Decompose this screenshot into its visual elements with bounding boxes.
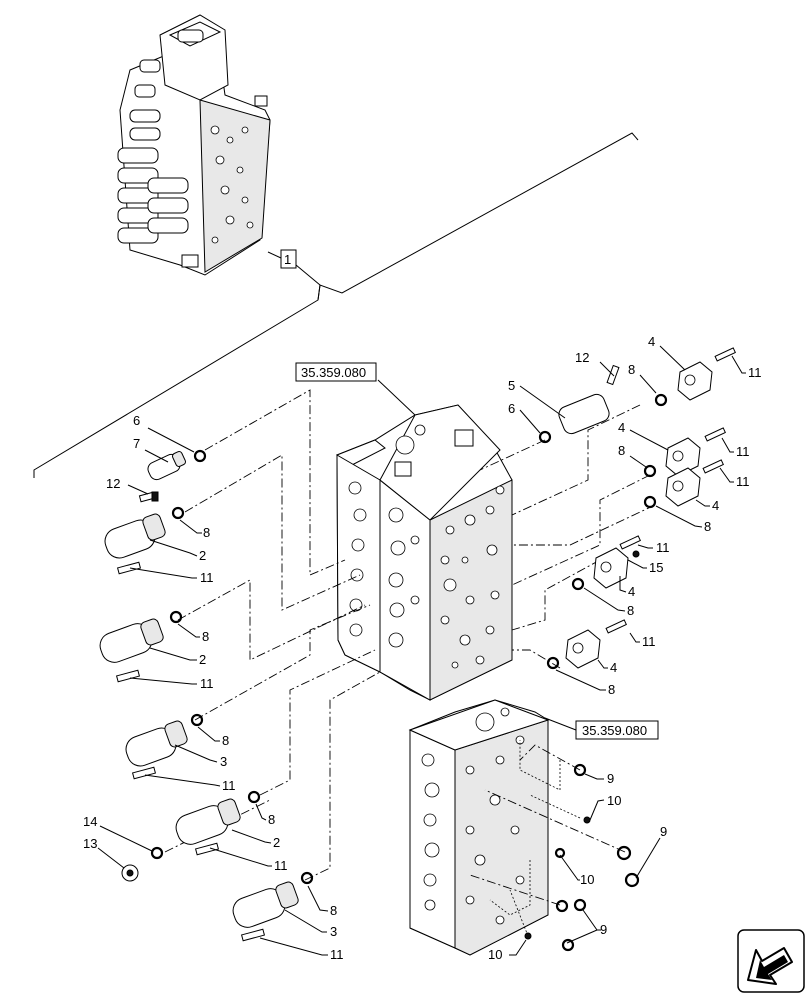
callout-2: 2: [199, 652, 206, 667]
callout-11: 11: [200, 676, 214, 691]
callout-8: 8: [203, 525, 210, 540]
callout-15: 15: [649, 560, 663, 575]
callout-11: 11: [736, 444, 750, 459]
reference-label-upper: 35.359.080: [301, 365, 366, 380]
callout-6: 6: [133, 413, 140, 428]
solenoid-valve-2-middle: [99, 610, 183, 683]
callout-11: 11: [274, 858, 288, 873]
upper-body-ports: [348, 424, 505, 669]
callout-4: 4: [618, 420, 625, 435]
callout-11: 11: [642, 634, 656, 649]
callout-9: 9: [660, 824, 667, 839]
reference-label-lower: 35.359.080: [582, 723, 647, 738]
cover-4-top: [654, 347, 736, 407]
solenoid-valve-3-upper: [125, 713, 204, 780]
callout-8: 8: [618, 443, 625, 458]
callout-11: 11: [222, 778, 236, 793]
callout-8: 8: [608, 682, 615, 697]
cover-4-second: [643, 427, 726, 478]
reference-box-upper: 35.359.080: [295, 362, 416, 416]
callout-10: 10: [607, 793, 621, 808]
callout-8: 8: [222, 733, 229, 748]
callout-10: 10: [580, 872, 594, 887]
callout-2: 2: [273, 835, 280, 850]
valve-assembly-thumbnail: [117, 14, 271, 276]
callout-8: 8: [268, 812, 275, 827]
thumbnail-ports: [181, 95, 268, 268]
callout-11: 11: [736, 474, 750, 489]
callout-13: 13: [83, 836, 97, 851]
valve-5-assembly: [538, 364, 620, 444]
callout-leaders: [97, 345, 746, 956]
cover-4-third: [643, 459, 724, 509]
callout-8: 8: [202, 629, 209, 644]
callout-8: 8: [704, 519, 711, 534]
callout-10: 10: [488, 947, 502, 962]
callout-8: 8: [628, 362, 635, 377]
callout-1: 1: [284, 252, 291, 267]
upper-valve-body: [336, 404, 513, 701]
plug-13: [121, 846, 164, 882]
callout-2: 2: [199, 548, 206, 563]
solenoid-valve-3-lower: [232, 871, 314, 942]
callout-12: 12: [106, 476, 120, 491]
lower-body-seals: [524, 763, 640, 952]
plug-assembly-7: [138, 449, 207, 503]
callout-3: 3: [220, 754, 227, 769]
callout-numbers: 6 7 12 8 2 11 8 2 11 8 3 11 14 13 8 2 11…: [83, 334, 762, 962]
callout-11: 11: [330, 947, 344, 962]
thumbnail-solenoids: [117, 29, 204, 244]
solenoid-valve-2-top: [104, 506, 185, 575]
cover-4-fifth: [546, 619, 627, 670]
callout-1-reference: 1: [33, 132, 639, 478]
callout-8: 8: [627, 603, 634, 618]
callout-11: 11: [748, 365, 762, 380]
cover-4-fourth: [571, 535, 641, 591]
callout-7: 7: [133, 436, 140, 451]
callout-6: 6: [508, 401, 515, 416]
callout-9: 9: [607, 771, 614, 786]
reference-box-lower: 35.359.080: [544, 717, 659, 740]
callout-8: 8: [330, 903, 337, 918]
callout-4: 4: [610, 660, 617, 675]
callout-4: 4: [628, 584, 635, 599]
callout-11: 11: [200, 570, 214, 585]
callout-4: 4: [712, 498, 719, 513]
lower-valve-body: [408, 699, 550, 956]
callout-9: 9: [600, 922, 607, 937]
callout-12: 12: [575, 350, 589, 365]
lower-body-ports: [421, 707, 525, 925]
callout-3: 3: [330, 924, 337, 939]
solenoid-valve-2-lower: [175, 790, 261, 856]
assembly-centerlines: [164, 389, 656, 937]
arrow-down-left-icon[interactable]: [737, 929, 805, 993]
callout-4: 4: [648, 334, 655, 349]
callout-5: 5: [508, 378, 515, 393]
callout-11: 11: [656, 540, 670, 555]
callout-14: 14: [83, 814, 97, 829]
